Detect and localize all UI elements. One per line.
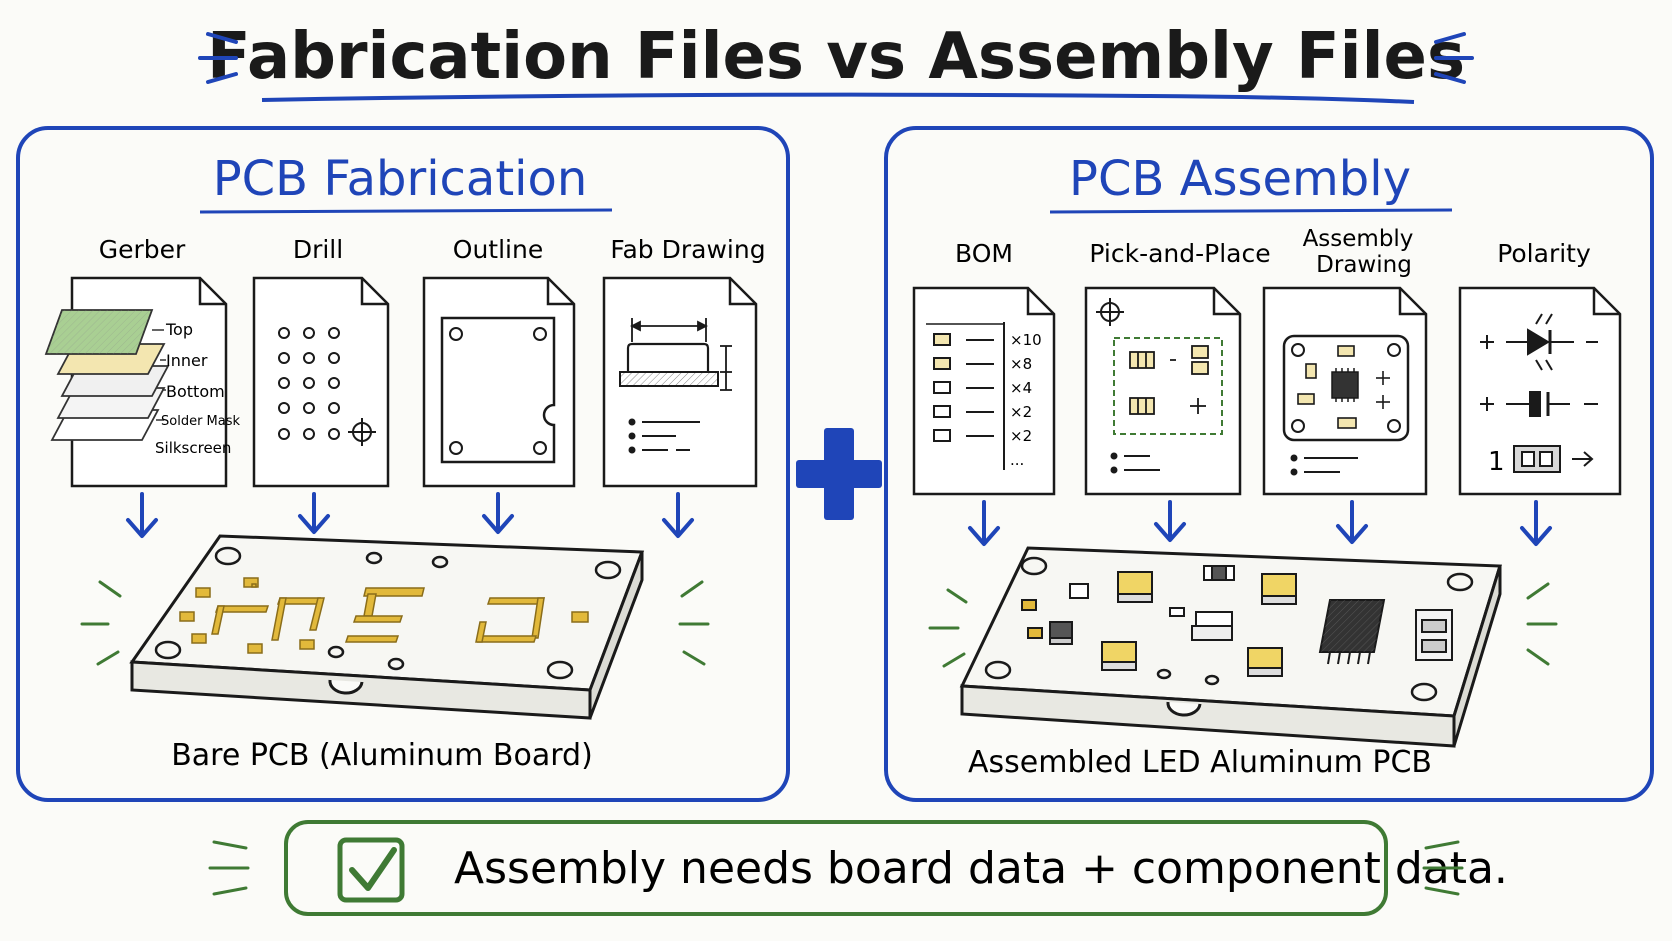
- gerber-down-arrow-icon: [126, 492, 158, 538]
- assembly-drawing-label: Assembly: [1303, 226, 1414, 252]
- dimension-drawing-icon: [619, 318, 732, 391]
- gerber-layer-solder-mask: Solder Mask: [161, 414, 241, 429]
- bare-pcb-board: [80, 534, 710, 720]
- title-emphasis-left-icon: [198, 32, 238, 84]
- bom-qty-5: ×2: [1010, 427, 1032, 445]
- assembled-pcb-caption: Assembled LED Aluminum PCB: [968, 745, 1432, 780]
- bom-qty-6: ...: [1010, 451, 1024, 469]
- assembled-board-sparkle-left-icon: [928, 588, 968, 668]
- assembly-heading-underline: [1049, 208, 1453, 214]
- bom-qty-3: ×4: [1010, 379, 1032, 397]
- bom-qty-4: ×2: [1010, 403, 1032, 421]
- assembled-pcb-board: [928, 546, 1558, 748]
- footer-message: Assembly needs board data + component da…: [454, 843, 1508, 894]
- fabrication-panel: PCB Fabrication Gerber Drill Outline Fab…: [16, 126, 790, 802]
- fabrication-panel-border: [16, 126, 790, 802]
- outline-document: [422, 276, 576, 488]
- footer-emphasis-left-icon: [208, 840, 250, 896]
- assembled-ic-chip-icon: [1318, 599, 1386, 665]
- pick-and-place-down-arrow-icon: [1154, 500, 1186, 542]
- outline-label: Outline: [453, 235, 543, 264]
- fab-down-arrow-icon: [662, 492, 694, 538]
- fab-drawing-document: [602, 276, 758, 488]
- bom-label: BOM: [955, 239, 1013, 268]
- assembly-drawing-document: [1262, 286, 1428, 496]
- plus-icon: [796, 428, 882, 520]
- footer-box: [284, 820, 1388, 916]
- bom-document: ×10 ×8 ×4 ×2 ×2 ...: [912, 286, 1056, 496]
- title-underline: [261, 92, 1415, 104]
- gerber-label: Gerber: [99, 235, 186, 264]
- polarity-document: 1: [1458, 286, 1622, 496]
- led-diode-symbol-icon: [1480, 313, 1598, 371]
- outline-down-arrow-icon: [482, 492, 514, 534]
- footer-callout: Assembly needs board data + component da…: [208, 820, 1508, 916]
- assembly-drawing-down-arrow-icon: [1336, 500, 1368, 544]
- checkbox-checked-icon: [337, 837, 405, 903]
- gerber-layer-top: Top: [165, 320, 193, 339]
- assembly-panel-border: [884, 126, 1654, 802]
- connector-pin-icon: [1513, 445, 1594, 473]
- drill-document: [252, 276, 390, 488]
- ic-chip-icon: [1331, 371, 1359, 399]
- crosshair-icon: [348, 418, 376, 446]
- mounted-components-icon: [1021, 565, 1453, 677]
- footer-emphasis-right-icon: [1422, 840, 1464, 896]
- capacitor-symbol-icon: [1480, 391, 1598, 417]
- fiducial-crosshair-icon: [1096, 298, 1124, 326]
- bare-board-sparkle-right-icon: [678, 580, 710, 666]
- assembly-heading: PCB Assembly: [1069, 151, 1411, 207]
- assembly-panel: PCB Assembly BOM Pick-and-Place Assembly…: [884, 126, 1654, 802]
- pick-and-place-label: Pick-and-Place: [1089, 239, 1270, 268]
- bom-qty-2: ×8: [1010, 355, 1032, 373]
- polarity-label: Polarity: [1497, 239, 1591, 268]
- page-title: Fabrication Files vs Assembly Files: [207, 20, 1465, 94]
- drill-down-arrow-icon: [298, 492, 330, 534]
- gerber-layer-bottom: Bottom: [166, 382, 225, 401]
- gerber-layer-silkscreen: Silkscreen: [155, 439, 231, 457]
- polarity-pin-one-label: 1: [1488, 447, 1505, 477]
- title-group: Fabrication Files vs Assembly Files: [198, 20, 1474, 104]
- fab-drawing-label: Fab Drawing: [610, 235, 765, 264]
- gerber-document: Top Inner Bottom Solder Mask Silkscreen: [44, 276, 241, 488]
- fabrication-heading-underline: [199, 208, 613, 214]
- copper-traces-icon: [179, 577, 589, 654]
- drill-label: Drill: [293, 235, 343, 264]
- bom-down-arrow-icon: [968, 500, 1000, 546]
- fabrication-heading: PCB Fabrication: [213, 151, 588, 207]
- bare-pcb-caption: Bare PCB (Aluminum Board): [171, 738, 593, 773]
- drill-holes-icon: [278, 327, 340, 440]
- assembled-board-sparkle-right-icon: [1526, 582, 1558, 666]
- bare-board-sparkle-left-icon: [80, 580, 122, 666]
- bom-qty-1: ×10: [1010, 331, 1042, 349]
- title-emphasis-right-icon: [1434, 32, 1474, 84]
- board-outline-icon: [440, 316, 556, 464]
- assembly-drawing-label-line2: Drawing: [1316, 252, 1412, 278]
- polarity-down-arrow-icon: [1520, 500, 1552, 546]
- gerber-layer-inner: Inner: [166, 351, 208, 370]
- pick-and-place-document: [1084, 286, 1242, 496]
